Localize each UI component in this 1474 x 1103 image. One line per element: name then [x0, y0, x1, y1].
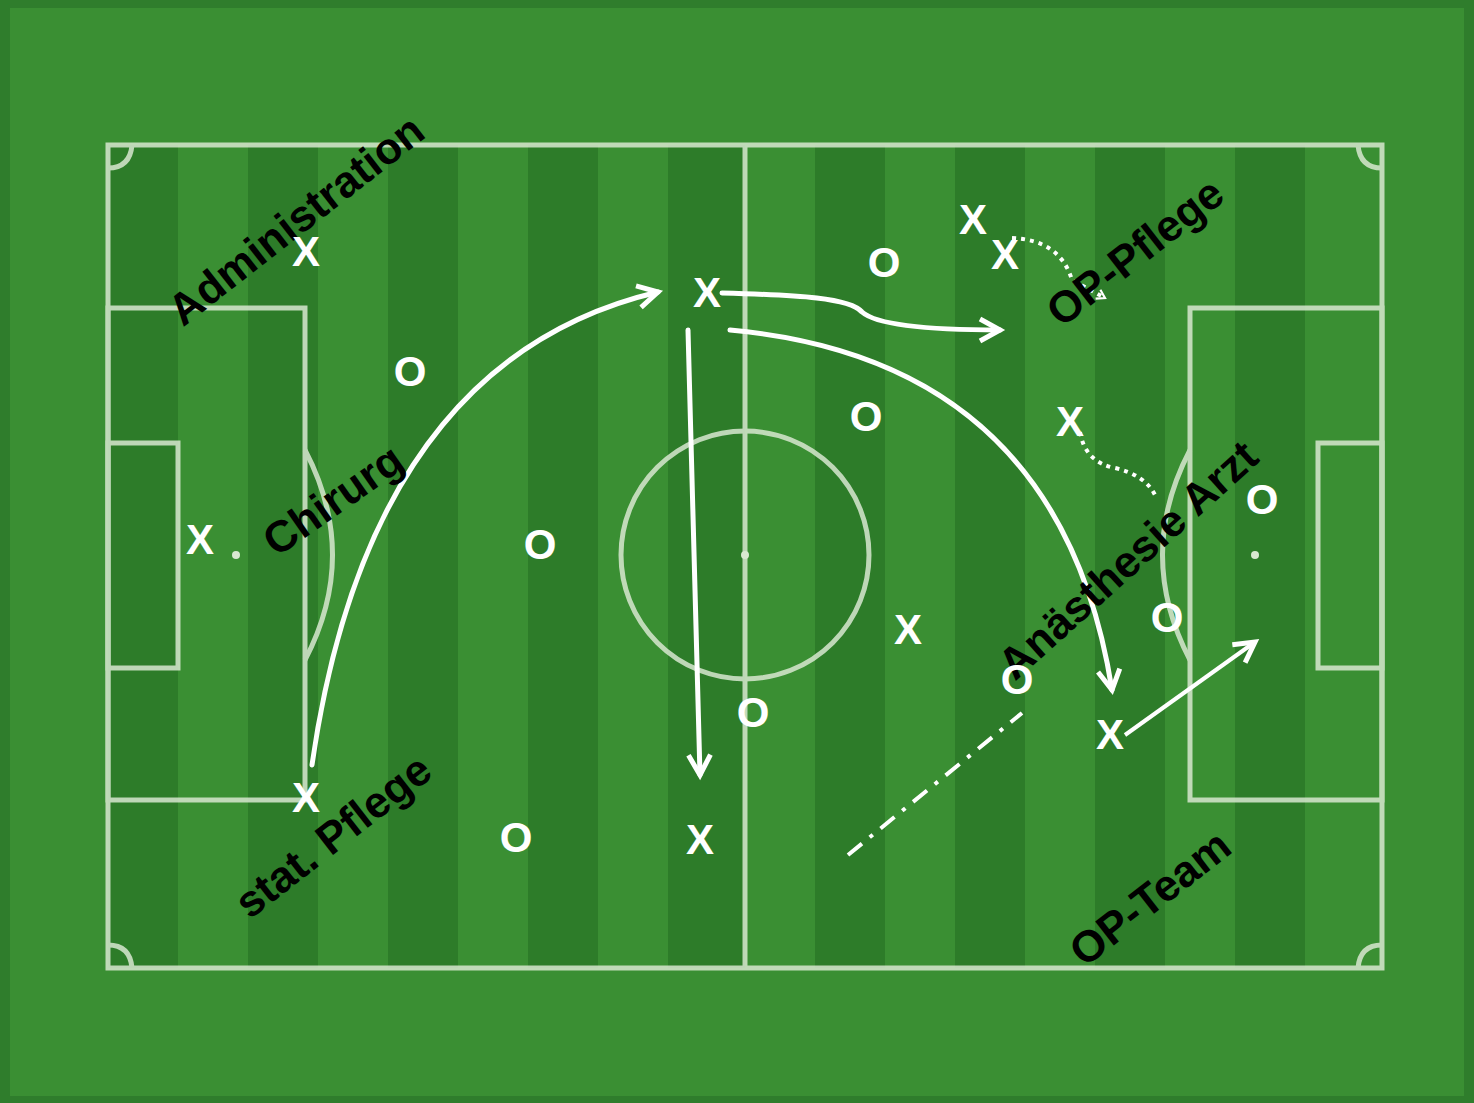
opponent-o: O — [850, 396, 883, 438]
player-x: X — [1096, 714, 1124, 756]
opponent-o: O — [1151, 597, 1184, 639]
player-x: X — [693, 272, 721, 314]
opponent-o: O — [1001, 659, 1034, 701]
opponent-o: O — [524, 524, 557, 566]
opponent-o: O — [500, 817, 533, 859]
opponent-o: O — [1246, 479, 1279, 521]
player-x: X — [292, 231, 320, 273]
player-x: X — [959, 199, 987, 241]
player-x: X — [991, 234, 1019, 276]
opponent-o: O — [394, 351, 427, 393]
opponent-o: O — [868, 242, 901, 284]
player-x: X — [686, 819, 714, 861]
player-x: X — [894, 609, 922, 651]
player-x: X — [1056, 401, 1084, 443]
player-x: X — [186, 519, 214, 561]
opponent-o: O — [737, 692, 770, 734]
player-x: X — [292, 777, 320, 819]
